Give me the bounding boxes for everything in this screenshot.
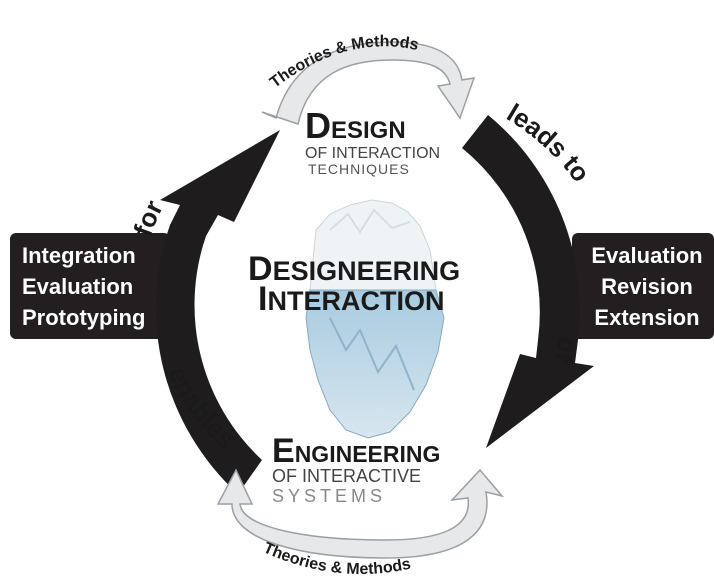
- left-box-line: Integration: [22, 243, 136, 268]
- left-box-line: Evaluation: [22, 274, 134, 299]
- bottom-loop-arrow: [216, 468, 505, 559]
- design-subtitle-2: TECHNIQUES: [308, 161, 410, 177]
- right-box: [572, 233, 714, 339]
- right-box-line: Evaluation: [591, 243, 703, 268]
- design-title: DESIGN: [305, 105, 406, 146]
- right-box-line: Extension: [594, 305, 700, 330]
- leads-to-arrow: [462, 115, 594, 448]
- engineering-title: ENGINEERING: [272, 432, 440, 470]
- design-subtitle-1: OF INTERACTION: [305, 145, 440, 162]
- iceberg-icon: [305, 199, 445, 439]
- engineering-subtitle-1: OF INTERACTIVE: [272, 466, 421, 486]
- left-box-line: Prototyping: [22, 305, 146, 330]
- right-box-text: Evaluation Revision Extension: [580, 240, 714, 333]
- center-title-line2: INTERACTION: [258, 280, 444, 318]
- top-loop-arrow: [261, 41, 476, 125]
- left-box-text: Integration Evaluation Prototyping: [22, 240, 145, 333]
- left-box: [10, 233, 170, 339]
- enables-arrow: [155, 130, 280, 494]
- engineering-subtitle-2: SYSTEMS: [272, 486, 386, 506]
- center-title-line1: DESIGNEERING: [248, 250, 460, 288]
- right-box-line: Revision: [601, 274, 693, 299]
